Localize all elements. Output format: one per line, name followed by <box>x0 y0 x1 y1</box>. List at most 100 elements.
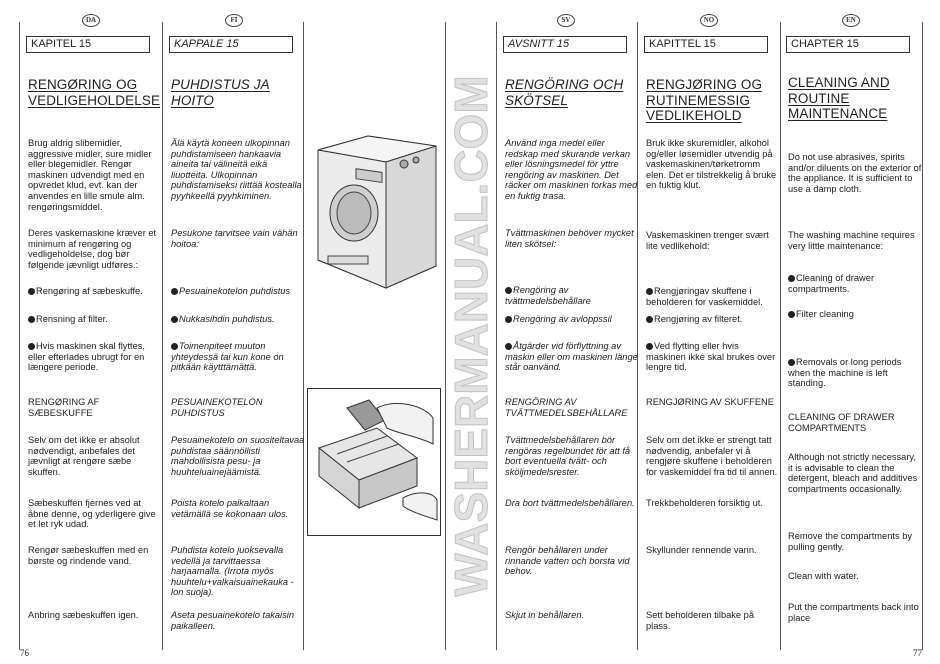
paragraph-text: Rengøring af sæbeskuffe. <box>36 286 143 296</box>
paragraph: The washing machine requires very little… <box>788 230 922 251</box>
language-badge-fi: FI <box>225 14 243 27</box>
bullet-icon <box>788 358 795 366</box>
paragraph-text: RENGØRING AF SÆBESKUFFE <box>28 397 100 418</box>
paragraph: RENGJØRING AV SKUFFENE <box>646 397 780 408</box>
bullet-icon <box>646 342 653 350</box>
paragraph-text: Rengöring av tvättmedelsbehållare <box>505 285 591 306</box>
paragraph-text: Rengöring av avloppssil <box>513 314 612 324</box>
bullet-item: Rengjøringav skuffene i beholderen for v… <box>646 286 780 307</box>
bullet-icon <box>28 315 35 323</box>
paragraph: Sæbeskuffen fjernes ved at åbne denne, o… <box>28 498 162 530</box>
paragraph: Deres vaskemaskine kræver et minimum af … <box>28 228 162 270</box>
paragraph-text: PESUAINEKOTELON PUHDISTUS <box>171 397 263 418</box>
column-divider <box>780 22 781 650</box>
bullet-icon <box>646 287 653 295</box>
paragraph-text: Tvättmaskinen behöver mycket liten sköts… <box>505 228 634 249</box>
paragraph-text: Aseta pesuainekotelo takaisin paikalleen… <box>171 610 295 631</box>
column-divider <box>922 22 923 650</box>
paragraph-text: Åtgärder vid förflyttning av maskin elle… <box>505 341 638 373</box>
paragraph: Do not use abrasives, spirits and/or dil… <box>788 152 922 194</box>
paragraph-text: Poista kotelo paikaltaan vetämällä se ko… <box>171 498 289 519</box>
paragraph-text: Deres vaskemaskine kræver et minimum af … <box>28 228 157 270</box>
paragraph-text: Clean with water. <box>788 571 859 581</box>
detergent-drawer-illustration <box>307 388 441 536</box>
bullet-icon <box>28 287 35 295</box>
bullet-item: Pesuainekotelon puhdistus <box>171 286 305 297</box>
paragraph-text: The washing machine requires very little… <box>788 230 915 251</box>
bullet-icon <box>171 287 178 295</box>
paragraph: Put the compartments back into place <box>788 602 922 623</box>
paragraph-text: Rengjøring av filteret. <box>654 314 743 324</box>
paragraph: Clean with water. <box>788 571 922 582</box>
bullet-item: Rengjøring av filteret. <box>646 314 780 325</box>
bullet-item: Rengöring av tvättmedelsbehållare <box>505 285 639 306</box>
paragraph-text: Bruk ikke skuremidler, alkohol og/eller … <box>646 138 777 191</box>
washing-machine-illustration <box>317 135 437 289</box>
paragraph-text: Sæbeskuffen fjernes ved at åbne denne, o… <box>28 498 156 530</box>
paragraph-text: Nukkasihdin puhdistus. <box>179 314 275 324</box>
paragraph-text: Remove the compartments by pulling gentl… <box>788 531 913 552</box>
bullet-item: Rengøring af sæbeskuffe. <box>28 286 162 297</box>
section-title: PUHDISTUS JA HOITO <box>171 77 270 108</box>
bullet-icon <box>171 315 178 323</box>
paragraph: Pesukone tarvitsee vain vähän hoitoa: <box>171 228 305 249</box>
paragraph-text: Vaskemaskinen trenger svært lite vedlike… <box>646 230 769 251</box>
chapter-label: KAPITEL 15 <box>26 36 150 53</box>
language-badge-no: NO <box>700 14 718 27</box>
paragraph-text: Tvättmedelsbehållaren bör rengöras regel… <box>505 435 631 477</box>
paragraph-text: Anbring sæbeskuffen igen. <box>28 610 139 620</box>
paragraph-text: Pesuainekotelo on suositeltavaa puhdista… <box>171 435 305 477</box>
chapter-label: AVSNITT 15 <box>503 36 627 53</box>
paragraph: Puhdista kotelo juoksevalla vedellä ja t… <box>171 545 305 598</box>
paragraph: Skyllunder rennende vann. <box>646 545 780 556</box>
bullet-icon <box>788 310 795 318</box>
paragraph-text: Pesukone tarvitsee vain vähän hoitoa: <box>171 228 298 249</box>
language-badge-sv: SV <box>557 14 575 27</box>
bullet-icon <box>505 315 512 323</box>
bullet-item: Hvis maskinen skal flyttes, eller efterl… <box>28 341 162 373</box>
paragraph: Selv om det ikke er absolut nødvendigt, … <box>28 435 162 477</box>
paragraph-text: Rensning af filter. <box>36 314 108 324</box>
paragraph-text: Brug aldrig slibemidler, aggressive midl… <box>28 138 152 212</box>
bullet-item: Cleaning of drawer compartments. <box>788 273 922 294</box>
paragraph-text: Ved flytting eller hvis maskinen ikke sk… <box>646 341 776 373</box>
paragraph: Rengør sæbeskuffen med en børste og rind… <box>28 545 162 566</box>
paragraph: Skjut in behållaren. <box>505 610 639 621</box>
column-divider <box>445 22 446 650</box>
language-badge-en: EN <box>842 14 860 27</box>
bullet-icon <box>646 315 653 323</box>
bullet-item: Åtgärder vid förflyttning av maskin elle… <box>505 341 639 373</box>
paragraph: Selv om det ikke er strengt tatt nødvend… <box>646 435 780 477</box>
language-column-sv: AVSNITT 15 RENGÖRING OCH SKÖTSEL Använd in… <box>503 0 641 664</box>
section-title: RENGÖRING OCH SKÖTSEL <box>505 77 624 108</box>
bullet-icon <box>505 286 512 294</box>
language-badge-da: DA <box>82 14 100 27</box>
paragraph: Brug aldrig slibemidler, aggressive midl… <box>28 138 162 212</box>
paragraph-text: Skjut in behållaren. <box>505 610 585 620</box>
paragraph-text: Skyllunder rennende vann. <box>646 545 757 555</box>
paragraph: PESUAINEKOTELON PUHDISTUS <box>171 397 305 418</box>
paragraph: RENGØRING AF SÆBESKUFFE <box>28 397 162 418</box>
paragraph-text: Använd inga medel eller redskap med skur… <box>505 138 638 201</box>
paragraph-text: Hvis maskinen skal flyttes, eller efterl… <box>28 341 146 373</box>
paragraph: Sett beholderen tilbake på plass. <box>646 610 780 631</box>
bullet-icon <box>788 274 795 282</box>
paragraph: CLEANING OF DRAWER COMPARTMENTS <box>788 412 922 433</box>
watermark: WASHERMANUAL.COM <box>445 75 498 597</box>
paragraph-text: Älä käytä koneen ulkopinnan puhdistamise… <box>171 138 302 201</box>
column-divider <box>496 22 497 650</box>
paragraph-text: Put the compartments back into place <box>788 602 919 623</box>
paragraph: Although not strictly necessary, it is a… <box>788 452 922 494</box>
page-number-left: 76 <box>20 648 29 658</box>
paragraph: Trekkbeholderen forsiktig ut. <box>646 498 780 509</box>
paragraph: Poista kotelo paikaltaan vetämällä se ko… <box>171 498 305 519</box>
paragraph-text: Sett beholderen tilbake på plass. <box>646 610 755 631</box>
paragraph: Remove the compartments by pulling gentl… <box>788 531 922 552</box>
bullet-item: Rengöring av avloppssil <box>505 314 639 325</box>
paragraph-text: Removals or long periods when the machin… <box>788 357 902 389</box>
bullet-item: Nukkasihdin puhdistus. <box>171 314 305 325</box>
page-number-right: 77 <box>913 648 922 658</box>
